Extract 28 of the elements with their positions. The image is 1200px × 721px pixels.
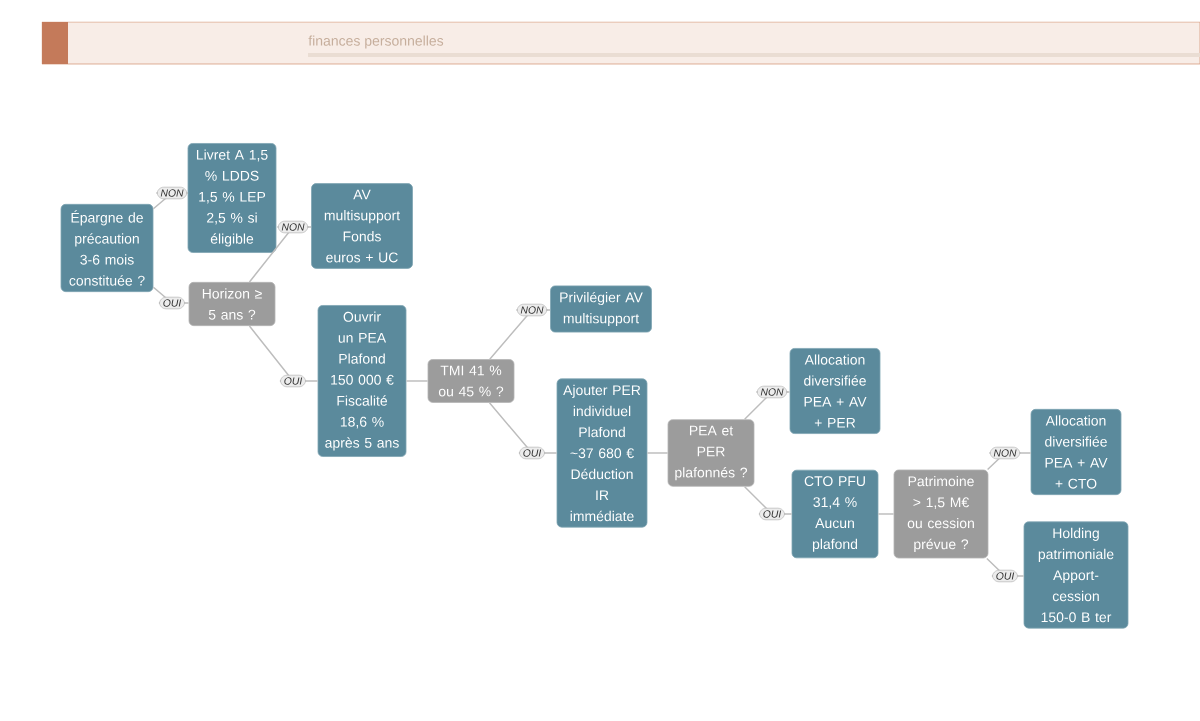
edge-label: NON [516, 303, 548, 317]
option-box: Privilégier AV multisupport [550, 285, 652, 333]
decision-box: TMI 41 % ou 45 % ? [427, 359, 515, 403]
option-box: Holding patrimoniale Apport-cession 150-0 B ter [1023, 521, 1129, 629]
option-box: Allocation diversifiée PEA + AV + PER [789, 348, 881, 434]
start-box: Épargne de précaution 3-6 mois constituée ? [60, 203, 154, 293]
option-box: Livret A 1,5 % LDDS 1,5 % LEP 2,5 % si éligible [187, 143, 277, 253]
edge-label: NON [756, 385, 788, 399]
header-tagline: finances personnelles [308, 35, 444, 49]
decision-box: PEA et PER plafonnés ? [667, 419, 755, 487]
edge-label: NON [156, 186, 188, 200]
edge-label: NON [989, 446, 1021, 460]
edge-label: OUI [759, 507, 785, 521]
decision-box: Horizon ≥ 5 ans ? [188, 281, 276, 327]
edge-label: OUI [280, 374, 306, 388]
decision-box: Patrimoine > 1,5 M€ ou cession prévue ? [893, 469, 989, 559]
connector-line [877, 513, 895, 515]
connector-line [646, 452, 669, 454]
edge-label: OUI [992, 569, 1018, 583]
option-box: CTO PFU 31,4 % Aucun plafond [791, 469, 879, 559]
option-box: AV multisupport Fonds euros + UC [311, 183, 413, 269]
edge-label: NON [277, 220, 309, 234]
option-box: Allocation diversifiée PEA + AV + CTO [1030, 408, 1122, 496]
connector-line [405, 380, 429, 382]
edge-label: OUI [519, 446, 545, 460]
option-box: Ouvrir un PEA Plafond 150 000 € Fiscalité 18,6 % après 5 ans [317, 305, 407, 457]
edge-label: OUI [159, 296, 185, 310]
option-box: Ajouter PER individuel Plafond ~37 680 € Déduction IR immédiate [556, 378, 648, 528]
